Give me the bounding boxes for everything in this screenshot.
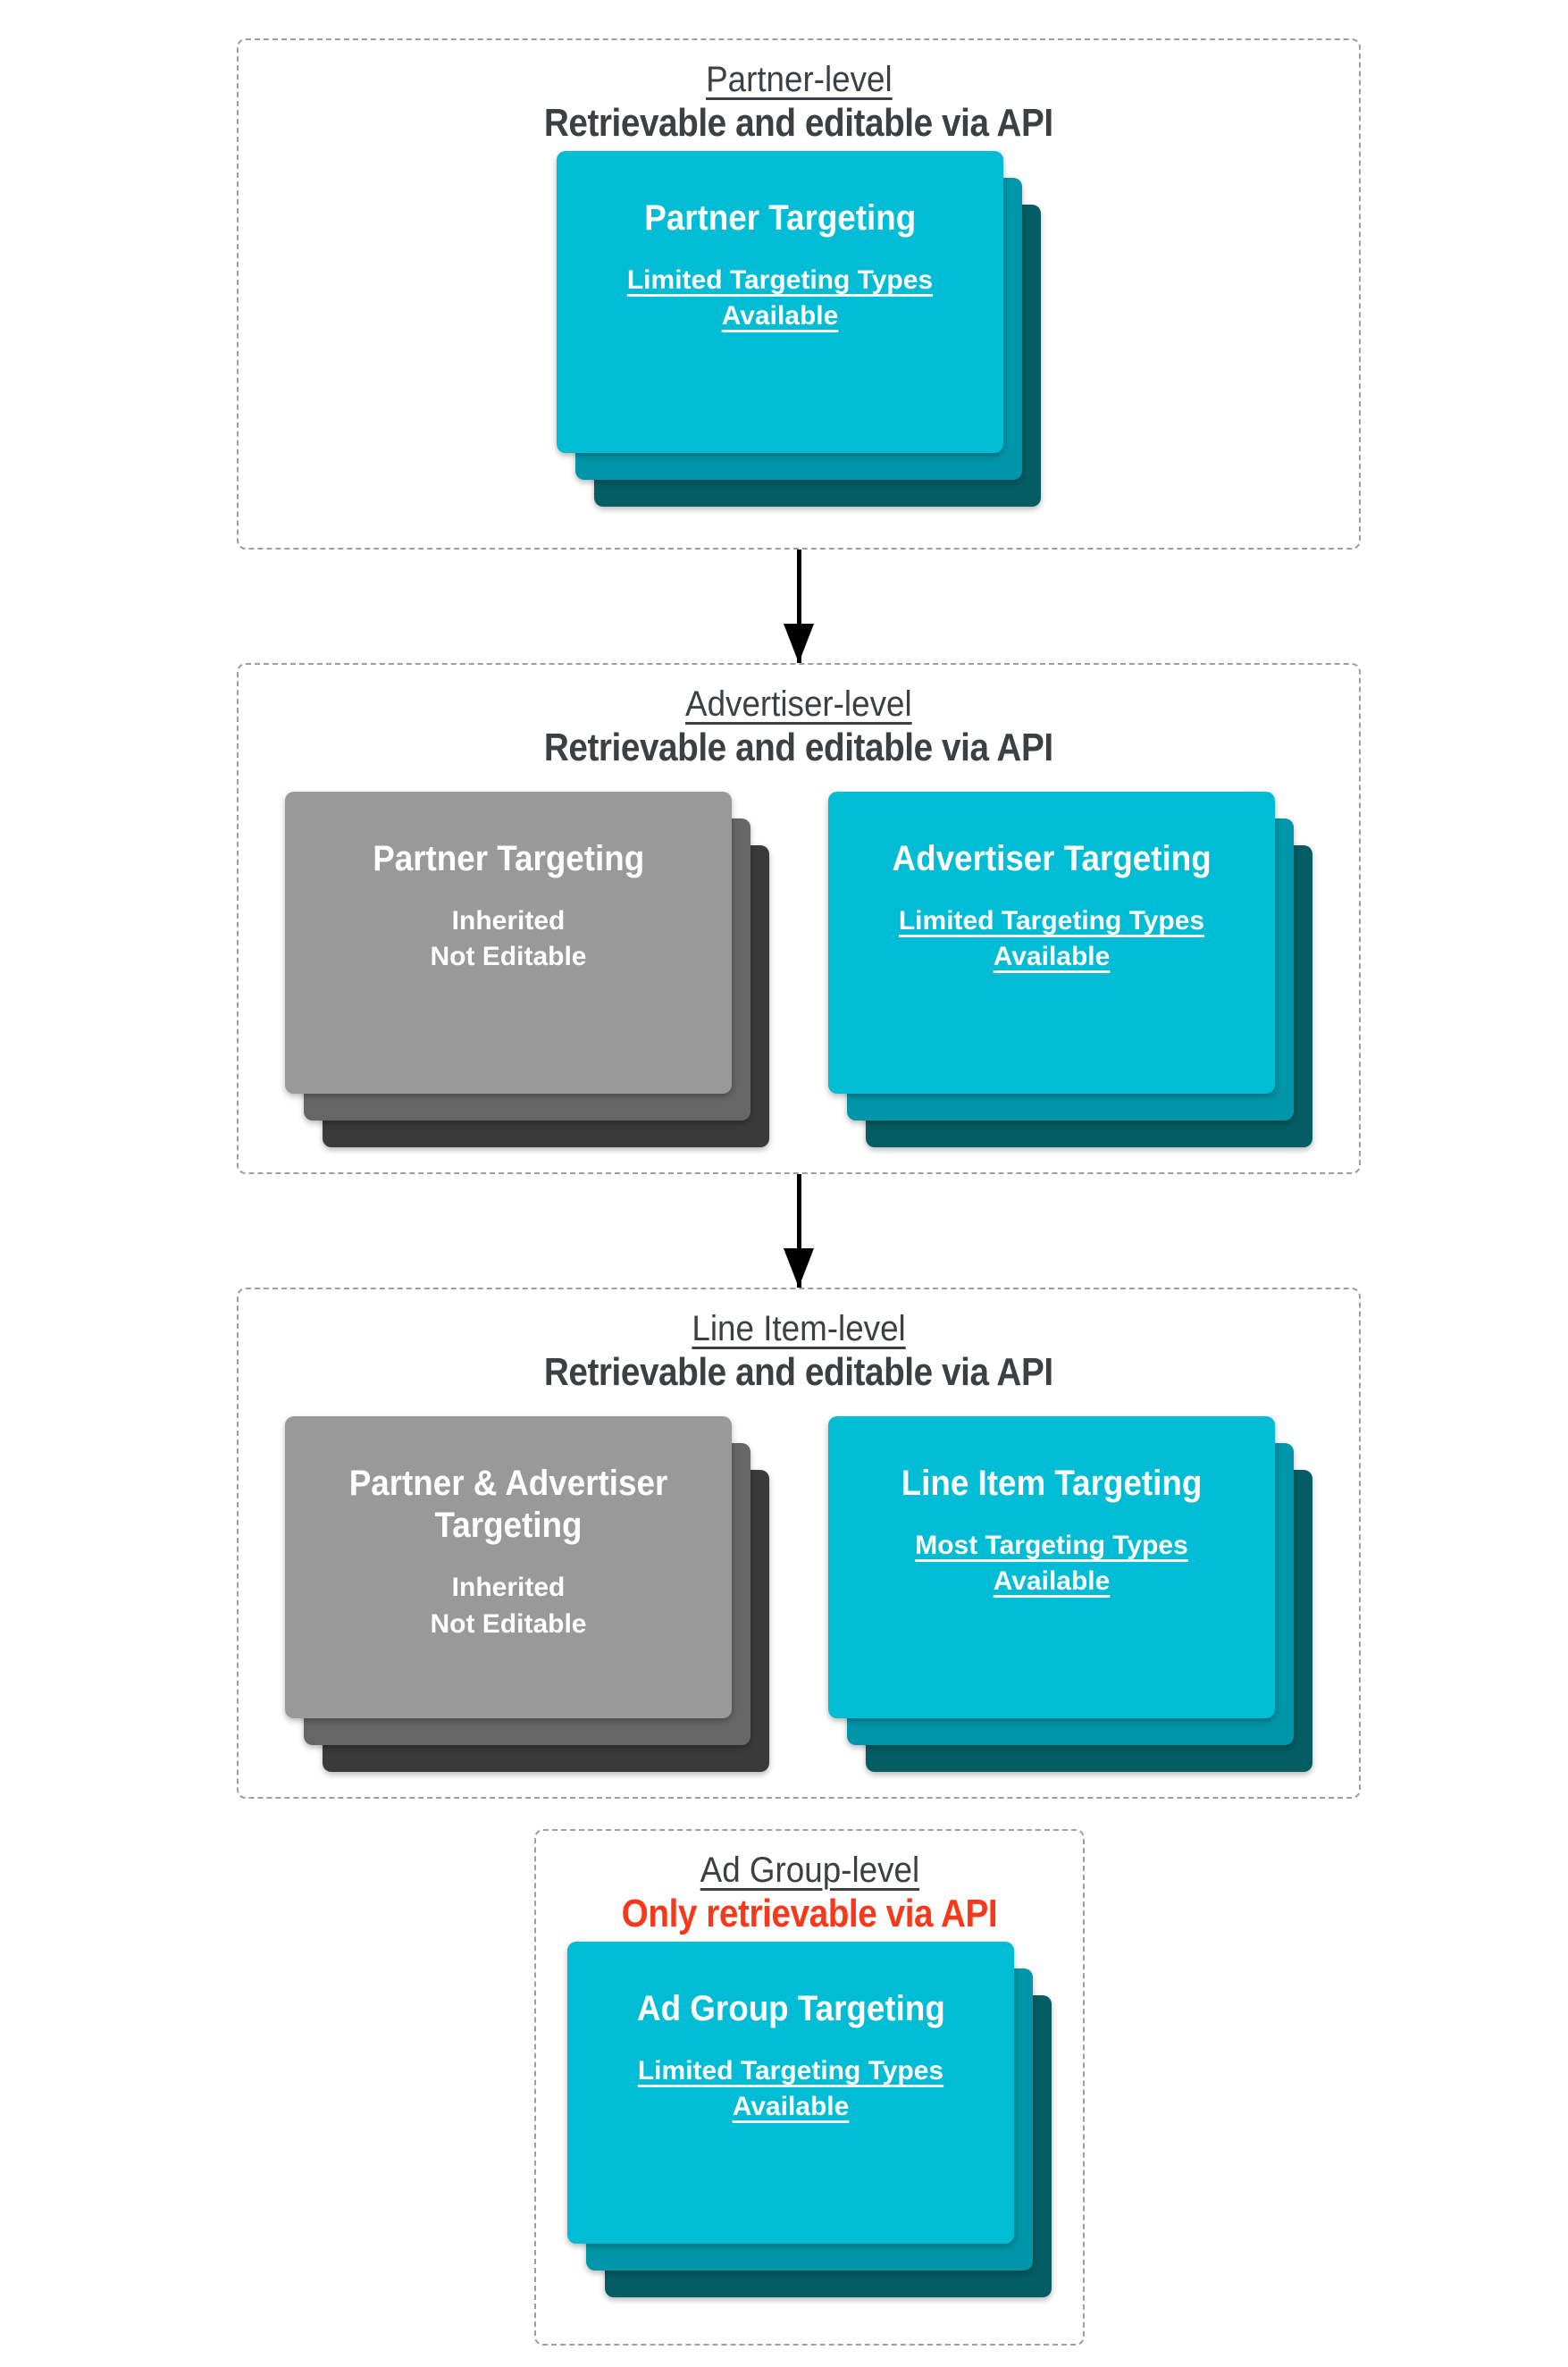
cards-row: Partner & Advertiser Targeting Inherited… [239,1416,1359,1772]
section-advertiser-level: Advertiser-level Retrievable and editabl… [237,663,1361,1174]
section-title: Advertiser-level [685,684,912,724]
card-body-line: Inherited [451,1573,566,1603]
section-header: Ad Group-level Only retrievable via API [536,1831,1083,1937]
cards-row: Partner Targeting Limited Targeting Type… [239,151,1359,507]
connector-row [237,1174,1361,1288]
card-stack-ad-group-targeting: Ad Group Targeting Limited Targeting Typ… [567,1942,1052,2297]
card-body: Inherited Not Editable [334,903,683,975]
section-line-item-level: Line Item-level Retrievable and editable… [237,1288,1361,1799]
section-title: Ad Group-level [700,1851,919,1890]
section-header: Advertiser-level Retrievable and editabl… [239,665,1359,771]
card-title: Line Item Targeting [901,1464,1203,1503]
card-title: Partner & Advertiser Targeting [348,1464,668,1546]
card-title: Ad Group Targeting [636,1989,945,2028]
card-title: Partner Targeting [372,839,645,878]
section-subtitle: Retrievable and editable via API [544,101,1053,145]
card-body: Most Targeting Types Available [915,1531,1188,1597]
card-line-item-targeting: Line Item Targeting Most Targeting Types… [828,1416,1275,1718]
section-subtitle: Retrievable and editable via API [544,1350,1053,1394]
card-partner-targeting: Partner Targeting Limited Targeting Type… [557,151,1003,453]
card-body-line: Not Editable [430,942,587,972]
connector-row [237,550,1361,663]
card-body-line: Not Editable [430,1608,587,1639]
section-subtitle: Only retrievable via API [621,1892,998,1935]
section-header: Line Item-level Retrievable and editable… [239,1289,1359,1396]
card-body: Limited Targeting Types Available [637,2056,944,2122]
section-subtitle: Retrievable and editable via API [544,726,1053,769]
card-stack-line-item-targeting: Line Item Targeting Most Targeting Types… [828,1416,1312,1772]
section-title: Partner-level [705,60,893,99]
card-title: Partner Targeting [643,198,917,238]
card-partner-targeting-inherited: Partner Targeting Inherited Not Editable [285,792,732,1094]
cards-row: Partner Targeting Inherited Not Editable… [239,792,1359,1147]
card-advertiser-targeting: Advertiser Targeting Limited Targeting T… [828,792,1275,1094]
down-arrow-icon [796,550,801,663]
card-title: Advertiser Targeting [892,839,1212,878]
card-stack-advertiser-targeting: Advertiser Targeting Limited Targeting T… [828,792,1312,1147]
card-body: Inherited Not Editable [334,1570,683,1641]
card-stack-inherited-partner-targeting: Partner Targeting Inherited Not Editable [285,792,769,1147]
card-stack-partner-targeting: Partner Targeting Limited Targeting Type… [557,151,1041,507]
card-body: Limited Targeting Types Available [898,906,1205,972]
card-body-line: Inherited [451,906,566,936]
card-stack-inherited-partner-advertiser-targeting: Partner & Advertiser Targeting Inherited… [285,1416,769,1772]
section-ad-group-level: Ad Group-level Only retrievable via API … [534,1829,1085,2346]
down-arrow-icon [796,1174,801,1288]
card-ad-group-targeting: Ad Group Targeting Limited Targeting Typ… [567,1942,1014,2244]
section-title: Line Item-level [692,1309,906,1348]
cards-row: Ad Group Targeting Limited Targeting Typ… [536,1942,1083,2297]
card-partner-advertiser-targeting-inherited: Partner & Advertiser Targeting Inherited… [285,1416,732,1718]
section-header: Partner-level Retrievable and editable v… [239,40,1359,147]
section-partner-level: Partner-level Retrievable and editable v… [237,38,1361,550]
card-body: Limited Targeting Types Available [626,265,934,332]
